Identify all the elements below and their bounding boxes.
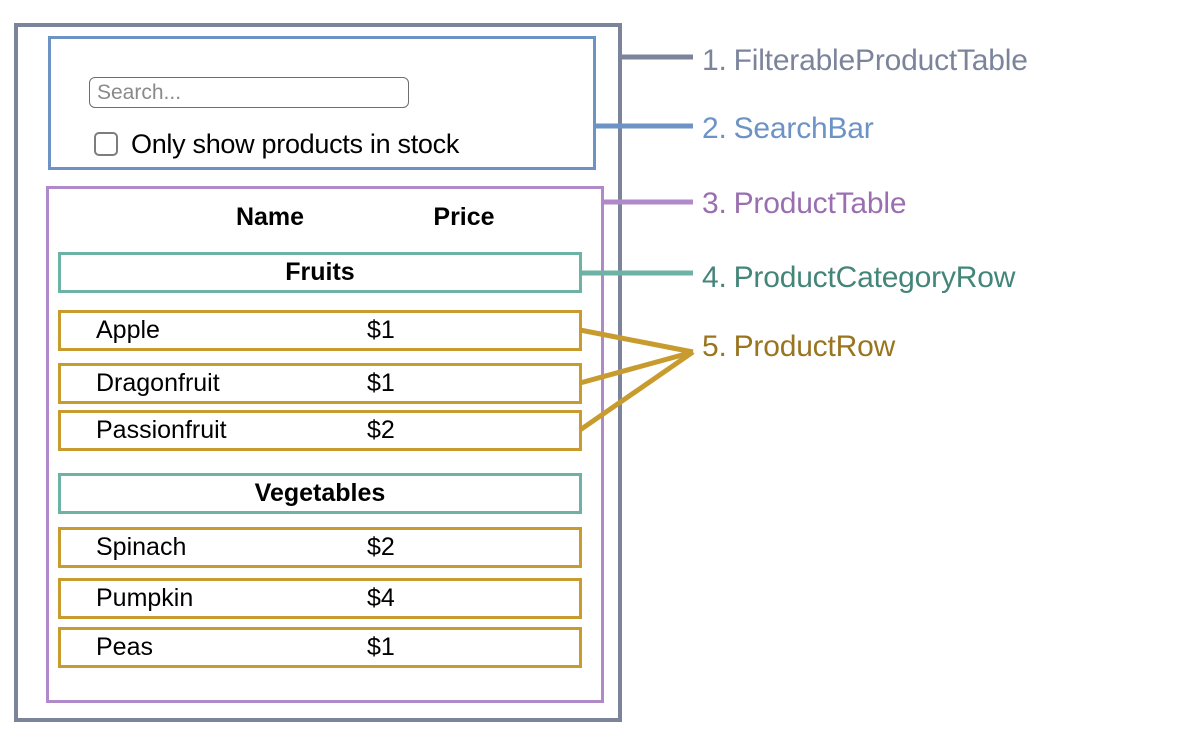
product-row-price: $4 [367,584,395,612]
annotation-label-4: 4.ProductCategoryRow [702,261,1015,295]
product-table-header-row: Name Price [58,196,582,238]
product-row[interactable]: Apple $1 [58,310,582,351]
product-row[interactable]: Pumpkin $4 [58,578,582,619]
product-row-name: Passionfruit [96,416,227,444]
product-row-name: Peas [96,633,153,661]
annotation-label-2: 2.SearchBar [702,112,874,146]
column-header-name: Name [235,203,305,231]
annotation-number-3: 3. [702,187,727,220]
annotation-label-1: 1.FilterableProductTable [702,44,1028,78]
search-bar-container [48,36,596,170]
product-row[interactable]: Dragonfruit $1 [58,363,582,404]
product-row-name: Dragonfruit [96,369,220,397]
product-row-price: $1 [367,316,395,344]
in-stock-checkbox-row[interactable]: Only show products in stock [94,126,574,162]
annotation-text-1: FilterableProductTable [733,44,1028,77]
product-category-row-label: Fruits [285,258,355,286]
product-table-container [46,186,604,703]
product-category-row: Fruits [58,252,582,293]
product-category-row-label: Vegetables [254,479,386,507]
annotation-label-3: 3.ProductTable [702,187,907,221]
annotation-text-2: SearchBar [733,112,874,145]
in-stock-checkbox[interactable] [94,132,118,156]
annotation-text-4: ProductCategoryRow [733,261,1016,294]
product-row-price: $1 [367,633,395,661]
annotation-text-3: ProductTable [733,187,907,220]
product-row[interactable]: Passionfruit $2 [58,410,582,451]
in-stock-checkbox-label: Only show products in stock [131,128,460,159]
product-row-price: $1 [367,369,395,397]
annotation-number-2: 2. [702,112,727,145]
product-row-price: $2 [367,533,395,561]
annotation-text-5: ProductRow [733,330,896,363]
annotation-label-5: 5.ProductRow [702,330,895,364]
product-row[interactable]: Peas $1 [58,627,582,668]
annotation-number-4: 4. [702,261,727,294]
product-row-name: Pumpkin [96,584,194,612]
product-row-price: $2 [367,416,395,444]
product-row-name: Apple [96,316,160,344]
search-input[interactable]: Search... [89,77,409,108]
product-row-name: Spinach [96,533,187,561]
annotation-number-1: 1. [702,44,727,77]
annotation-number-5: 5. [702,330,727,363]
column-header-price: Price [433,203,495,231]
product-row[interactable]: Spinach $2 [58,527,582,568]
product-category-row: Vegetables [58,473,582,514]
